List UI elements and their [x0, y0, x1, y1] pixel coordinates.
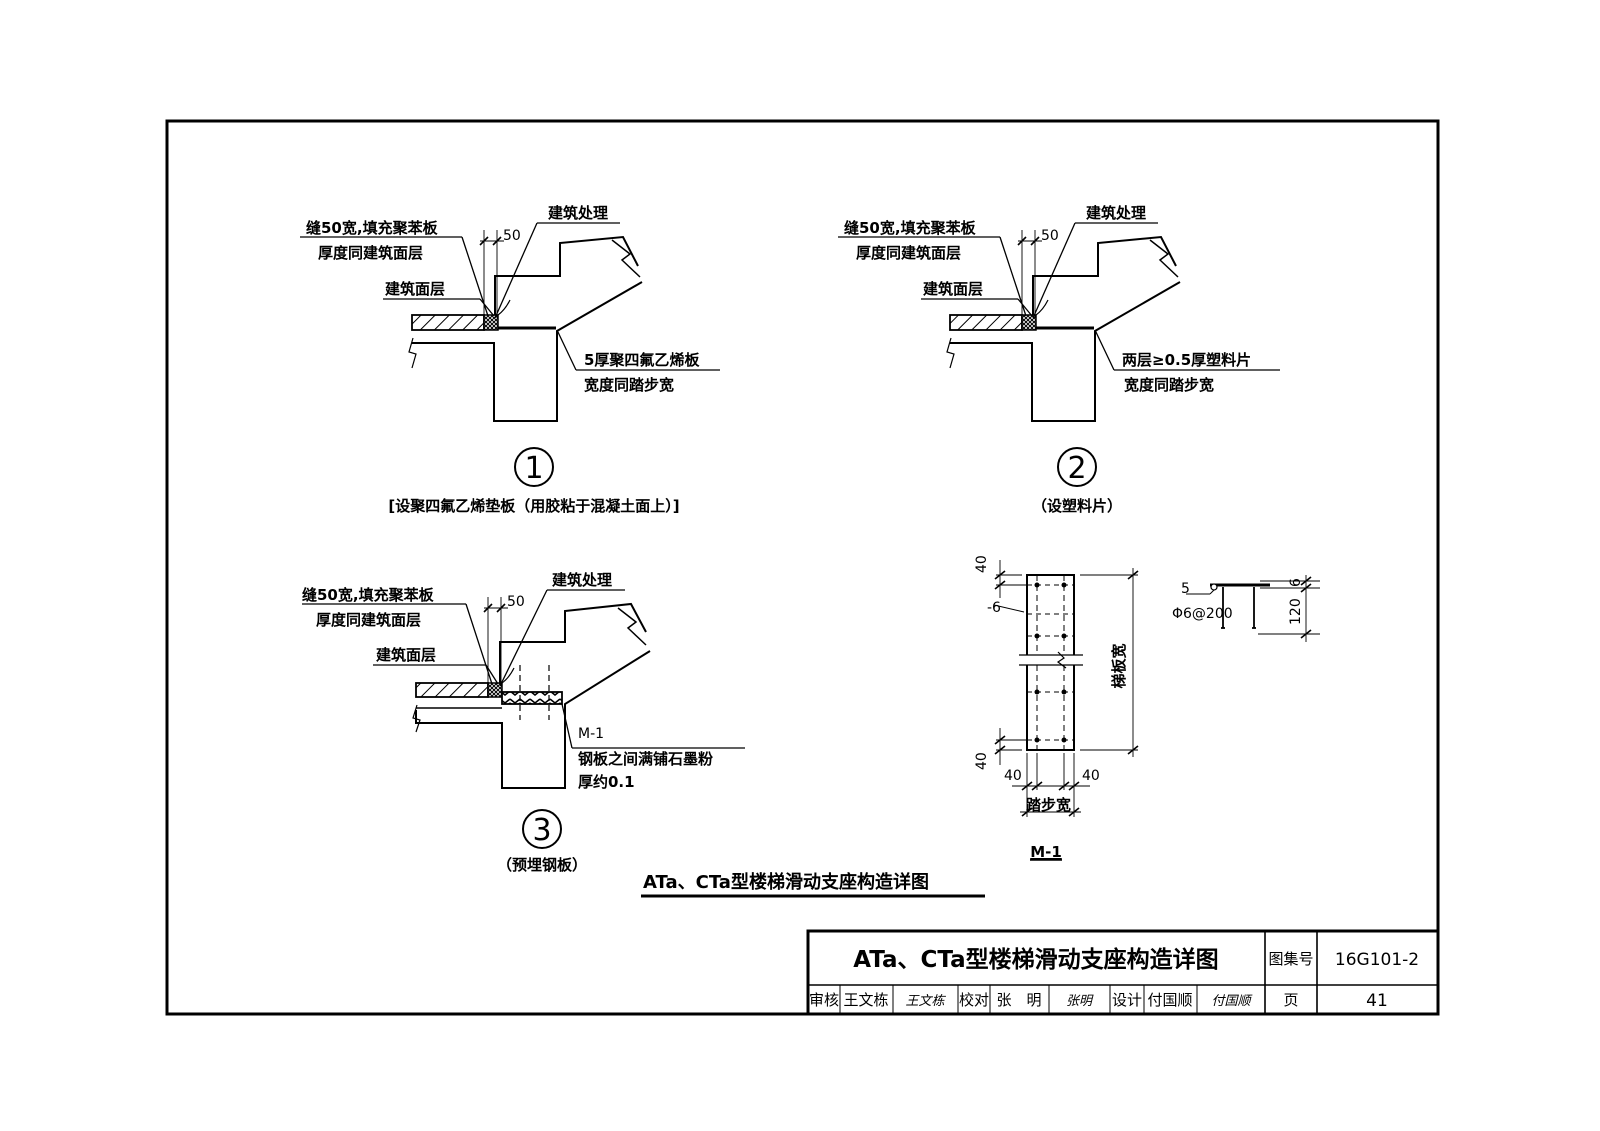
plate-weld-size: 5 [1181, 581, 1190, 597]
page-label: 页 [1283, 991, 1298, 1009]
d2-arch-label: 建筑处理 [1086, 204, 1146, 222]
d1-gap-label-2: 厚度同建筑面层 [318, 244, 423, 262]
d3-caption: （预埋钢板） [497, 856, 587, 874]
plate-m1: 40 40 -6 40 40 踏步宽 梯板宽 M-1 5 Φ6@200 6 12… [974, 555, 1320, 861]
d3-gap-label-2: 厚度同建筑面层 [316, 611, 421, 629]
d2-dim-50: 50 [1041, 228, 1059, 244]
plate-dim-bottom: 40 [974, 752, 990, 770]
plate-dim-right: 40 [1082, 768, 1100, 784]
checker-name: 张 明 [996, 991, 1041, 1009]
reviewer-signature: 王文栋 [905, 993, 946, 1009]
check-label: 校对 [959, 991, 989, 1009]
plate-thickness: -6 [987, 600, 1001, 616]
detail-1: 缝50宽,填充聚苯板 厚度同建筑面层 50 建筑处理 建筑面层 5厚聚四氟乙烯板… [300, 204, 720, 515]
title-block: ATa、CTa型楼梯滑动支座构造详图 图集号 16G101-2 审核 王文栋 王… [806, 929, 1440, 1016]
d1-arch-label: 建筑处理 [548, 204, 608, 222]
d2-pad-label-2: 宽度同踏步宽 [1123, 376, 1214, 394]
sheet-border [165, 119, 1440, 1016]
review-label: 审核 [809, 991, 839, 1009]
d1-caption: [设聚四氟乙烯垫板（用胶粘于混凝土面上）] [388, 497, 679, 515]
d2-pad-label-1: 两层≥0.5厚塑料片 [1122, 351, 1251, 369]
plate-dim-6: 6 [1288, 578, 1304, 587]
d3-m1-label: M-1 [578, 726, 604, 742]
drawing-title: ATa、CTa型楼梯滑动支座构造详图 [643, 871, 929, 893]
plate-dim-120: 120 [1288, 598, 1304, 625]
atlas-number: 16G101-2 [1335, 950, 1419, 970]
plate-dim-left: 40 [1004, 768, 1022, 784]
d1-pad-label-1: 5厚聚四氟乙烯板 [584, 351, 700, 369]
checker-signature: 张明 [1066, 994, 1094, 1009]
d3-note-1: 钢板之间满铺石墨粉 [578, 750, 713, 768]
d1-pad-label-2: 宽度同踏步宽 [583, 376, 674, 394]
detail-3: 缝50宽,填充聚苯板 厚度同建筑面层 50 建筑处理 建筑面层 M-1 钢板之间… [302, 571, 745, 874]
d3-arch-label: 建筑处理 [552, 571, 612, 589]
d3-gap-label-1: 缝50宽,填充聚苯板 [302, 586, 435, 604]
reviewer-name: 王文栋 [843, 991, 888, 1009]
d1-gap-label-1: 缝50宽,填充聚苯板 [306, 219, 439, 237]
designer-signature: 付国顺 [1211, 994, 1253, 1009]
d1-number: 1 [524, 451, 543, 486]
atlas-label: 图集号 [1268, 950, 1313, 968]
d2-gap-label-1: 缝50宽,填充聚苯板 [844, 219, 977, 237]
designer-name: 付国顺 [1147, 991, 1192, 1009]
plate-dim-top: 40 [974, 555, 990, 573]
d1-dim-50: 50 [503, 228, 521, 244]
d2-gap-label-2: 厚度同建筑面层 [856, 244, 961, 262]
design-label: 设计 [1112, 991, 1142, 1009]
plate-width-label: 踏步宽 [1026, 796, 1071, 814]
d3-number: 3 [532, 813, 551, 848]
page-number: 41 [1366, 991, 1388, 1011]
detail-2: 缝50宽,填充聚苯板 厚度同建筑面层 50 建筑处理 建筑面层 两层≥0.5厚塑… [838, 204, 1280, 515]
plate-name: M-1 [1030, 843, 1062, 861]
d2-number: 2 [1067, 451, 1086, 486]
d3-surface-label: 建筑面层 [376, 646, 436, 664]
d3-note-2: 厚约0.1 [578, 773, 635, 791]
plate-height-label: 梯板宽 [1110, 643, 1128, 688]
d1-surface-label: 建筑面层 [385, 280, 445, 298]
d2-surface-label: 建筑面层 [923, 280, 983, 298]
plate-bar-spec: Φ6@200 [1172, 606, 1233, 622]
title-block-title: ATa、CTa型楼梯滑动支座构造详图 [853, 946, 1218, 973]
d3-dim-50: 50 [507, 594, 525, 610]
d2-caption: （设塑料片） [1032, 497, 1122, 515]
